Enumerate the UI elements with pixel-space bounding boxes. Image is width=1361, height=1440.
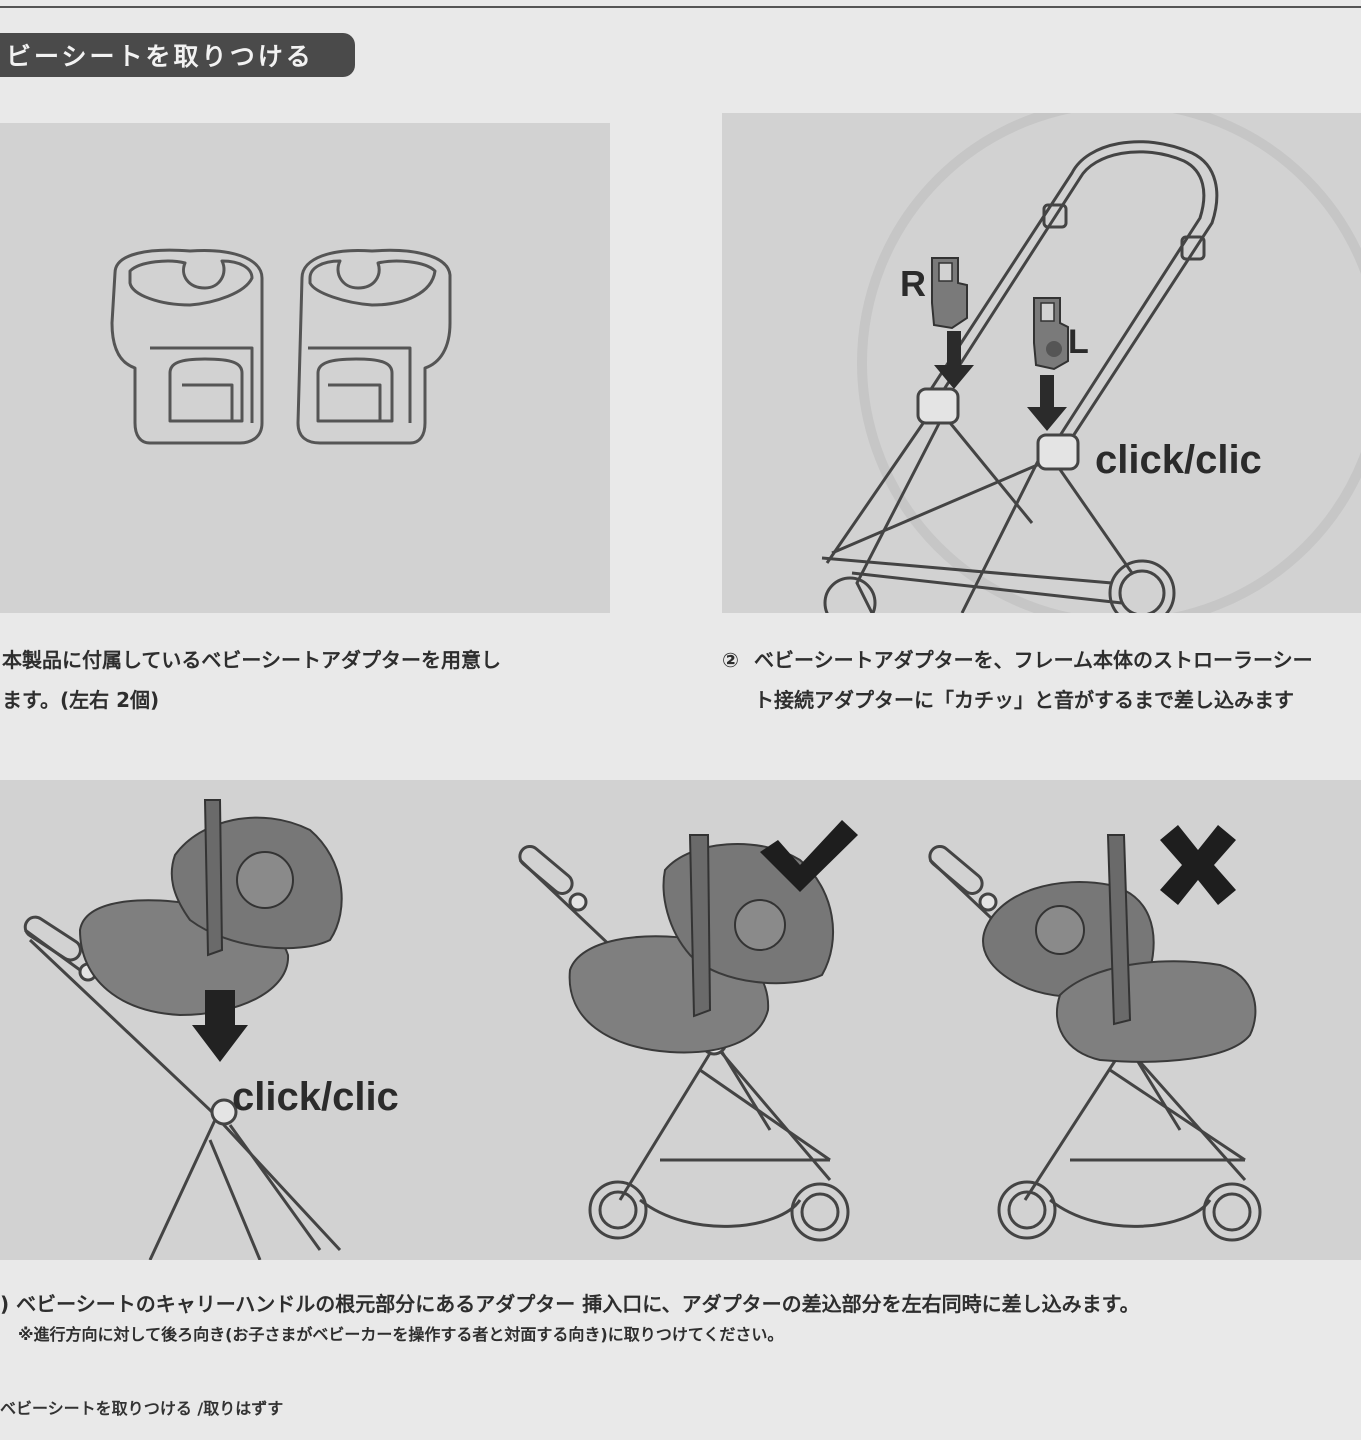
adapter-l <box>1033 297 1069 371</box>
section-header: ビーシートを取りつける <box>0 33 355 77</box>
page-footer: ベビーシートを取りつける /取りはずす <box>0 1395 283 1419</box>
step3-caption: ) ベビーシートのキャリーハンドルの根元部分にあるアダプター 挿入口に、アダプタ… <box>0 1287 1361 1321</box>
down-arrow-icon <box>192 990 248 1062</box>
scene-seat-attaching: click/clic <box>23 799 399 1260</box>
click-text: click/clic <box>232 1075 399 1119</box>
footer-text: ベビーシートを取りつける /取りはずす <box>0 1399 284 1418</box>
adapter-illustration-panel <box>0 123 610 613</box>
adapter-r <box>931 257 968 330</box>
frame-illustration-panel: R L click/clic <box>722 113 1361 613</box>
scene-incorrect-orientation <box>928 825 1262 1242</box>
checkmark-icon <box>760 820 858 892</box>
step2-caption-line2: ト接続アダプターに「カチッ」と音がするまで差し込みます <box>754 688 1294 712</box>
step3-note-text: ※進行方向に対して後ろ向き(お子さまがベビーカーを操作する者と対面する向き)に取… <box>18 1325 784 1344</box>
step3-caption-text: ) ベビーシートのキャリーハンドルの根元部分にあるアダプター 挿入口に、アダプタ… <box>0 1292 1140 1316</box>
scene-correct-orientation <box>518 820 858 1242</box>
adapter-left <box>110 248 264 445</box>
down-arrow-icon <box>1027 375 1067 431</box>
click-text: click/clic <box>1095 438 1262 482</box>
label-r: R <box>900 263 926 304</box>
step1-caption-line2: ます。(左右 2個) <box>2 688 160 712</box>
step3-note: ※進行方向に対して後ろ向き(お子さまがベビーカーを操作する者と対面する向き)に取… <box>18 1322 783 1348</box>
adapter-right <box>296 248 452 445</box>
section-title: ビーシートを取りつける <box>6 42 314 71</box>
label-l: L <box>1068 323 1089 361</box>
cross-icon <box>1160 825 1236 905</box>
step1-caption-line1: 本製品に付属しているベビーシートアダプターを用意し <box>2 648 501 672</box>
step2-number: ② <box>722 648 739 672</box>
frame-drawing: R L click/clic <box>821 113 1361 613</box>
adapters-drawing <box>110 248 452 445</box>
step2-caption-line1: ベビーシートアダプターを、フレーム本体のストローラーシー <box>754 648 1313 672</box>
step2-caption: ② ベビーシートアダプターを、フレーム本体のストローラーシー ト接続アダプターに「… <box>722 640 1361 720</box>
seat-attach-illustration-panel: click/clic <box>0 780 1361 1260</box>
seat-attach-drawing: click/clic <box>23 799 1262 1260</box>
down-arrow-icon <box>934 331 974 389</box>
step1-caption: 本製品に付属しているベビーシートアダプターを用意し ます。(左右 2個) <box>2 640 622 720</box>
top-rule <box>0 6 1361 8</box>
